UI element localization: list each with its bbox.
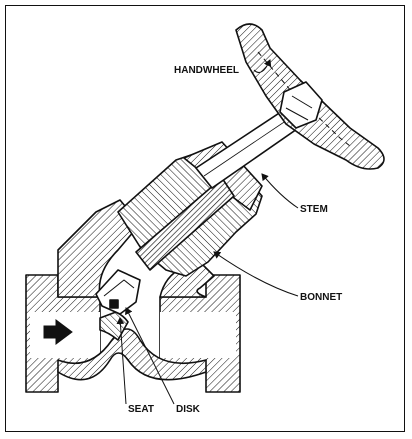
label-seat: SEAT [128,404,154,415]
label-stem: STEM [300,204,328,215]
label-disk: DISK [176,404,201,415]
disk [95,269,141,315]
diagram-border [5,5,405,432]
label-handwheel: HANDWHEEL [174,65,239,76]
body-neck-right [159,261,215,298]
label-bonnet: BONNET [300,292,342,303]
handwheel [235,23,385,170]
leader-lines [116,59,299,405]
valve-body [25,199,241,393]
lower-wall [57,328,207,381]
right-bore [160,312,236,358]
stem-thread [135,177,235,271]
right-arrow-icon [43,319,73,345]
hub-nut [279,81,323,129]
